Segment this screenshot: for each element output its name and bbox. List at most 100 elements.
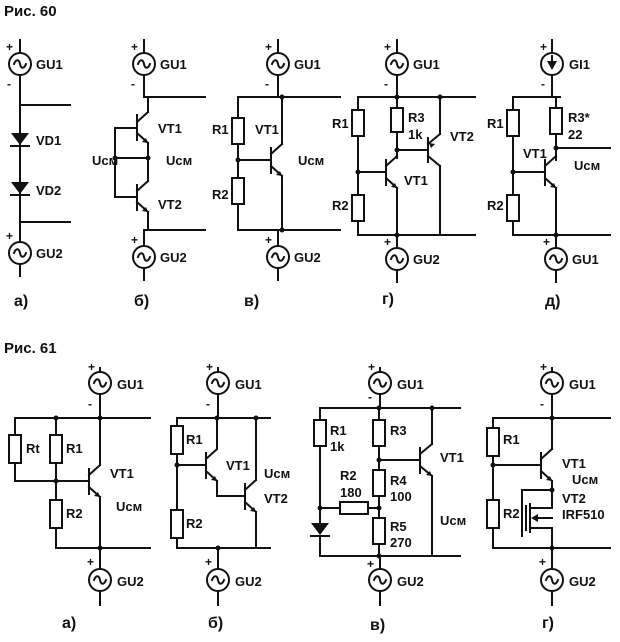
fig60-b-vt1: VT1 [158, 121, 182, 136]
fig61-c-r4-value: 100 [390, 489, 412, 504]
fig60-e-plus2: + [543, 235, 550, 249]
fig60-d-minus: - [384, 77, 388, 91]
fig60-b-letter: б) [134, 293, 149, 310]
fig60-c-r2: R2 [212, 187, 229, 202]
fig60-b-plus2: + [131, 233, 138, 247]
fig61-c-plus2: + [367, 557, 374, 571]
fig60-b-minus: - [131, 77, 135, 91]
fig61-d-r1: R1 [503, 432, 520, 447]
fig61-d-plus: + [540, 360, 547, 374]
fig60-b-gu2: GU2 [160, 250, 187, 265]
fig61-c-ucm: Uсм [440, 513, 466, 528]
fig60-d-r3-value: 1k [408, 127, 423, 142]
fig61-d-letter: г) [542, 615, 554, 632]
fig60-e-r3: R3* [568, 110, 591, 125]
fig61-b-plus: + [206, 360, 213, 374]
fig60-a-gu1: GU1 [36, 57, 63, 72]
fig61-b-gu2: GU2 [235, 574, 262, 589]
fig60-c-gu2: GU2 [294, 250, 321, 265]
fig60-e-ucm: Uсм [574, 158, 600, 173]
fig60-d-gu1: GU1 [413, 57, 440, 72]
fig61-a-plus2: + [87, 555, 94, 569]
fig61-d-r2: R2 [503, 506, 520, 521]
fig61-c-r1-value: 1k [330, 439, 345, 454]
fig61-c-r1: R1 [330, 423, 347, 438]
fig61-d-vt2: VT2 [562, 491, 586, 506]
fig60-d-letter: г) [382, 291, 394, 308]
fig61-c-plus: + [368, 360, 375, 374]
fig61-c-minus: - [368, 390, 372, 404]
fig60-d-circuit [351, 39, 476, 283]
fig61-b-plus2: + [205, 555, 212, 569]
fig61-c-r5-value: 270 [390, 535, 412, 550]
fig60-b-gu1: GU1 [160, 57, 187, 72]
fig61-a-rt: Rt [26, 441, 40, 456]
fig60-a-minus: - [7, 77, 11, 91]
fig61-c-vt1: VT1 [440, 450, 464, 465]
fig61-c-r2: R2 [340, 468, 357, 483]
figure-60-title: Рис. 60 [4, 3, 57, 20]
fig61-d-minus: - [540, 397, 544, 411]
fig60-a-gu2: GU2 [36, 246, 63, 261]
fig60-a-plus: + [6, 40, 13, 54]
fig61-c-r4: R4 [390, 473, 407, 488]
fig61-a-vt1: VT1 [110, 466, 134, 481]
fig60-c-vt1: VT1 [255, 122, 279, 137]
fig60-c-ucm: Uсм [298, 153, 324, 168]
fig60-c-gu1: GU1 [294, 57, 321, 72]
fig60-e-minus: - [541, 77, 545, 91]
fig61-d-gu2: GU2 [569, 574, 596, 589]
fig60-e-plus: + [540, 40, 547, 54]
fig61-a-minus: - [88, 397, 92, 411]
fig60-c-letter: в) [244, 293, 259, 310]
fig61-a-gu2: GU2 [117, 574, 144, 589]
fig61-a-r2: R2 [66, 506, 83, 521]
fig60-e-circuit [506, 39, 611, 283]
fig60-e-gi1: GI1 [569, 57, 590, 72]
fig61-b-minus: - [206, 397, 210, 411]
fig61-d-plus2: + [539, 555, 546, 569]
fig60-b-vt2: VT2 [158, 197, 182, 212]
fig61-d-gu1: GU1 [569, 377, 596, 392]
fig61-d-ucm: Uсм [572, 472, 598, 487]
fig60-e-letter: д) [545, 293, 560, 310]
fig61-c-r3: R3 [390, 423, 407, 438]
fig61-c-gu1: GU1 [397, 377, 424, 392]
fig61-b-vt2: VT2 [264, 491, 288, 506]
fig61-b-circuit [170, 367, 271, 606]
fig60-e-gu1-bottom: GU1 [572, 252, 599, 267]
fig61-c-circuit [310, 367, 461, 606]
fig60-b-plus: + [131, 40, 138, 54]
fig61-d-circuit [486, 367, 611, 606]
fig60-d-plus2: + [384, 235, 391, 249]
fig60-d-plus: + [384, 40, 391, 54]
fig60-a-vd1: VD1 [36, 133, 61, 148]
fig61-a-gu1: GU1 [117, 377, 144, 392]
fig60-e-r1: R1 [487, 116, 504, 131]
fig60-a-plus2: + [6, 229, 13, 243]
fig61-c-letter: в) [370, 617, 385, 634]
fig61-c-gu2: GU2 [397, 574, 424, 589]
fig60-d-r3: R3 [408, 110, 425, 125]
fig60-a-letter: а) [14, 293, 28, 310]
fig60-a-circuit [8, 39, 71, 277]
fig60-d-vt2: VT2 [450, 129, 474, 144]
fig61-a-plus: + [88, 360, 95, 374]
fig60-d-vt1: VT1 [404, 173, 428, 188]
fig60-c-plus: + [265, 40, 272, 54]
fig60-a-vd2: VD2 [36, 183, 61, 198]
fig61-b-ucm: Uсм [264, 466, 290, 481]
fig61-d-vt1: VT1 [562, 456, 586, 471]
fig60-b-circuit [112, 39, 206, 281]
fig61-c-r5: R5 [390, 519, 407, 534]
fig61-d-irf510: IRF510 [562, 507, 605, 522]
fig60-d-r2: R2 [332, 198, 349, 213]
fig61-a-letter: а) [62, 615, 76, 632]
fig60-e-vt1: VT1 [523, 146, 547, 161]
fig61-b-vt1: VT1 [226, 458, 250, 473]
fig60-d-gu2: GU2 [413, 252, 440, 267]
fig60-b-ucm: Uсм [166, 153, 192, 168]
fig60-c-circuit [231, 39, 341, 281]
fig61-c-r2-value: 180 [340, 485, 362, 500]
